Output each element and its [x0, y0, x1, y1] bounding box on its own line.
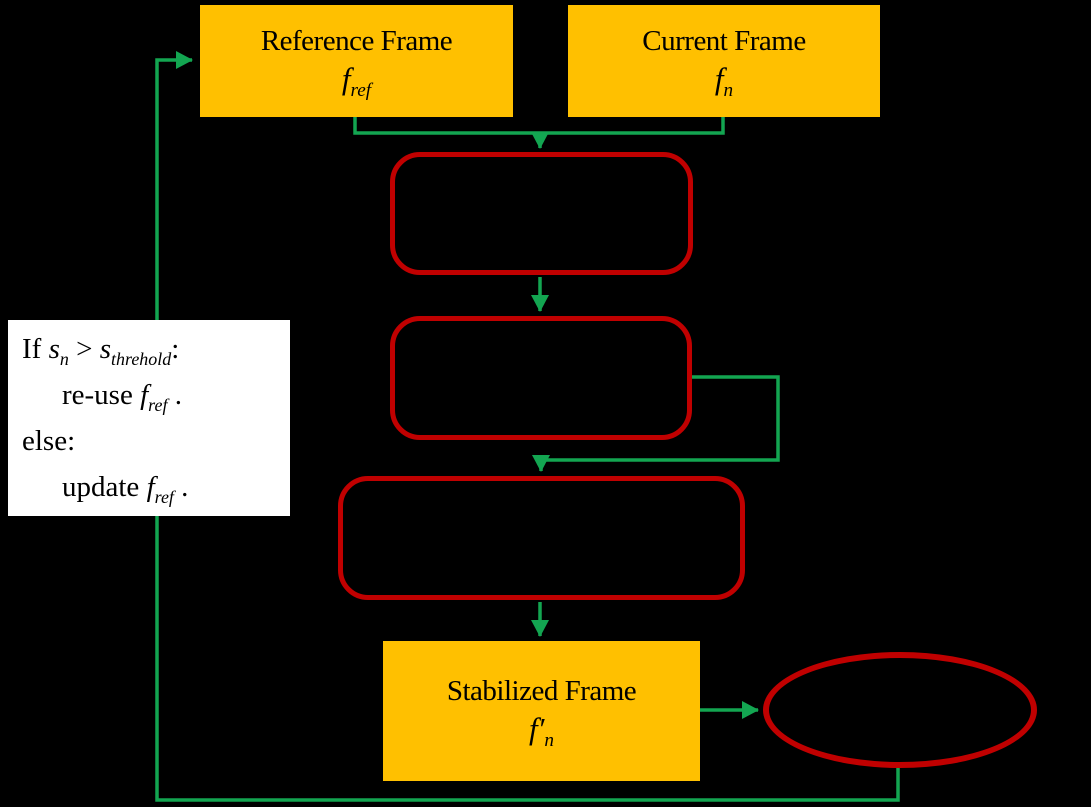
condition-var: f: [146, 471, 155, 503]
symbol-base: f: [714, 60, 724, 96]
condition-text: .: [167, 379, 182, 411]
process-box-2: [390, 316, 692, 440]
connector-process2-side-loop: [532, 375, 780, 472]
condition-var: s: [48, 333, 60, 365]
condition-var: s: [99, 333, 112, 365]
reference-update-condition-box: If sn > sthrehold: re-use fref . else: u…: [8, 320, 290, 516]
condition-text: .: [173, 471, 189, 503]
condition-subscript: threhold: [111, 348, 172, 369]
stabilized-frame-node: Stabilized Frame f′n: [383, 641, 700, 781]
condition-var: f: [140, 379, 149, 411]
connector-frames-merge: [353, 117, 725, 135]
condition-operator: >: [68, 333, 100, 365]
condition-subscript: ref: [148, 394, 168, 415]
current-frame-node: Current Frame fn: [568, 5, 880, 117]
connector-feedback-loop: [155, 51, 900, 802]
condition-text: re-use: [62, 379, 141, 411]
current-frame-symbol: fn: [714, 59, 734, 102]
symbol-base: f: [341, 60, 351, 96]
condition-line-1: If sn > sthrehold:: [22, 326, 282, 372]
condition-line-4: update fref .: [22, 464, 282, 510]
condition-text: else:: [22, 425, 76, 457]
symbol-subscript: ref: [350, 80, 372, 102]
reference-frame-symbol: fref: [341, 59, 372, 102]
stabilized-frame-title: Stabilized Frame: [446, 674, 637, 707]
condition-text: :: [171, 333, 180, 365]
reference-frame-title: Reference Frame: [260, 24, 453, 57]
symbol-subscript: n: [723, 80, 734, 102]
condition-text: If: [22, 333, 49, 365]
symbol-prime: ′: [537, 710, 545, 746]
stabilized-frame-symbol: f′n: [528, 709, 554, 752]
process-box-3: [338, 476, 745, 600]
condition-text: update: [62, 471, 147, 503]
condition-subscript: ref: [154, 486, 174, 507]
condition-subscript: n: [59, 348, 69, 369]
symbol-subscript: n: [544, 730, 554, 752]
process-box-1: [390, 152, 693, 275]
end-ellipse: [763, 652, 1037, 768]
symbol-base: f: [528, 710, 538, 746]
current-frame-title: Current Frame: [642, 24, 806, 57]
reference-frame-node: Reference Frame fref: [200, 5, 513, 117]
condition-line-3: else:: [22, 418, 282, 464]
condition-line-2: re-use fref .: [22, 372, 282, 418]
